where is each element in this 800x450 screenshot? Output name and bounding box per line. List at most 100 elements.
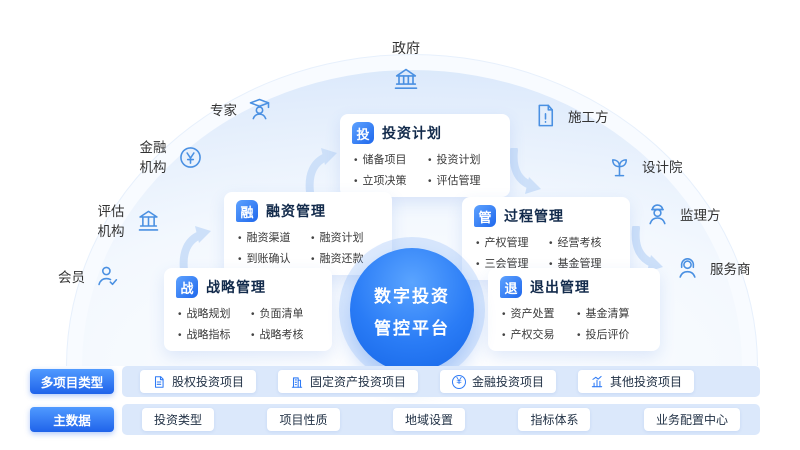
card-item: 产权管理 xyxy=(476,234,545,250)
card-item: 资产处置 xyxy=(502,305,573,321)
card-header: 退 退出管理 xyxy=(500,276,648,298)
card-item: 基金清算 xyxy=(577,305,648,321)
flow-arrow-up-left-lower xyxy=(179,226,211,272)
pill-region-setting: 地域设置 xyxy=(392,408,465,431)
pill-other-investment-project: 其他投资项目 xyxy=(578,370,695,393)
stakeholder-label: 监理方 xyxy=(680,207,721,223)
card-item: 融资还款 xyxy=(311,250,380,266)
stakeholder-label: 会员 xyxy=(58,269,85,285)
pill-label: 指标体系 xyxy=(530,413,579,427)
flow-arrow-up-left xyxy=(305,148,337,194)
card-title: 战略管理 xyxy=(206,279,266,295)
pill-label: 固定资产投资项目 xyxy=(310,375,407,389)
card-title: 退出管理 xyxy=(530,279,590,295)
card-item-list: 储备项目 投资计划 立项决策 评估管理 xyxy=(352,151,498,188)
stakeholder-evaluation-agency: 评估机构 xyxy=(96,202,162,241)
stakeholder-financial-institution: 金融机构 xyxy=(138,138,204,177)
stakeholder-label: 专家 xyxy=(210,102,237,118)
card-item-list: 产权管理 经营考核 三会管理 基金管理 xyxy=(474,234,618,271)
platform-title-line1: 数字投资 xyxy=(374,286,450,306)
financing-badge: 融 xyxy=(236,200,258,222)
card-investment-plan: 投 投资计划 储备项目 投资计划 立项决策 评估管理 xyxy=(340,114,510,197)
expert-icon xyxy=(249,98,270,120)
stakeholder-label: 金融机构 xyxy=(139,140,167,175)
stakeholder-construction-party: 施工方 xyxy=(532,102,609,129)
process-badge: 管 xyxy=(474,205,496,227)
stakeholder-expert: 专家 xyxy=(210,95,273,122)
building-icon xyxy=(291,376,303,388)
stakeholder-label: 评估机构 xyxy=(97,204,125,239)
master-data-bar: 投资类型 项目性质 地域设置 指标体系 业务配置中心 xyxy=(122,404,760,435)
card-item-list: 融资渠道 融资计划 到账确认 融资还款 xyxy=(236,229,380,266)
pill-equity-investment-project: 股权投资项目 xyxy=(140,370,257,393)
card-item: 投后评价 xyxy=(577,326,648,342)
card-header: 战 战略管理 xyxy=(176,276,320,298)
service-provider-icon xyxy=(679,258,696,278)
card-item: 负面清单 xyxy=(251,305,320,321)
stakeholder-design-institute: 设计院 xyxy=(606,152,683,179)
stakeholder-service-provider: 服务商 xyxy=(674,254,751,281)
document-icon xyxy=(154,375,164,388)
card-item: 战略指标 xyxy=(178,326,247,342)
card-item-list: 战略规划 负面清单 战略指标 战略考核 xyxy=(176,305,320,342)
card-strategy-management: 战 战略管理 战略规划 负面清单 战略指标 战略考核 xyxy=(164,268,332,351)
card-title: 投资计划 xyxy=(382,125,442,141)
pill-label: 业务配置中心 xyxy=(655,413,728,427)
flow-arrow-down-right xyxy=(509,148,541,194)
platform-title-line2: 管控平台 xyxy=(374,318,450,338)
card-title: 融资管理 xyxy=(266,203,326,219)
card-item: 战略规划 xyxy=(178,305,247,321)
pill-project-nature: 项目性质 xyxy=(267,408,340,431)
card-item-list: 资产处置 基金清算 产权交易 投后评价 xyxy=(500,305,648,342)
pill-business-config-center: 业务配置中心 xyxy=(643,408,740,431)
card-item: 投资计划 xyxy=(428,151,498,167)
card-item: 立项决策 xyxy=(354,172,424,188)
stakeholder-supervisor: 监理方 xyxy=(644,200,721,227)
financial-institution-icon xyxy=(180,147,201,168)
card-item: 三会管理 xyxy=(476,255,545,271)
bar-chart-icon xyxy=(591,375,603,387)
pill-investment-type: 投资类型 xyxy=(142,408,215,431)
card-item: 融资渠道 xyxy=(238,229,307,245)
yen-coin-icon: ¥ xyxy=(452,374,467,389)
pill-fixed-asset-investment-project: 固定资产投资项目 xyxy=(278,370,419,393)
card-header: 管 过程管理 xyxy=(474,205,618,227)
evaluation-agency-icon xyxy=(138,210,159,231)
card-item: 基金管理 xyxy=(549,255,618,271)
stakeholder-member: 会员 xyxy=(58,262,121,289)
stakeholder-label: 施工方 xyxy=(568,109,609,125)
pill-label: 地域设置 xyxy=(404,413,453,427)
strategy-badge: 战 xyxy=(176,276,198,298)
pill-financial-investment-project: ¥ 金融投资项目 xyxy=(440,370,557,393)
pill-label: 投资类型 xyxy=(154,413,203,427)
construction-icon xyxy=(538,104,554,127)
exit-badge: 退 xyxy=(500,276,522,298)
supervisor-icon xyxy=(649,204,666,225)
design-institute-icon xyxy=(611,159,628,177)
card-item: 战略考核 xyxy=(251,326,320,342)
card-item: 储备项目 xyxy=(354,151,424,167)
tag-master-data: 主数据 xyxy=(30,407,114,432)
tag-multi-project-type: 多项目类型 xyxy=(30,369,114,394)
stakeholder-label: 服务商 xyxy=(710,261,751,277)
flow-arrow-down-right-lower xyxy=(631,226,663,272)
pill-label: 其他投资项目 xyxy=(610,375,683,389)
project-type-bar: 股权投资项目 固定资产投资项目 ¥ 金融投资项目 其他投资项目 xyxy=(122,366,760,397)
pill-label: 项目性质 xyxy=(279,413,328,427)
card-item: 融资计划 xyxy=(311,229,380,245)
card-header: 投 投资计划 xyxy=(352,122,498,144)
stakeholder-government: 政府 xyxy=(392,38,420,94)
card-exit-management: 退 退出管理 资产处置 基金清算 产权交易 投后评价 xyxy=(488,268,660,351)
card-title: 过程管理 xyxy=(504,208,564,224)
card-process-management: 管 过程管理 产权管理 经营考核 三会管理 基金管理 xyxy=(462,197,630,280)
card-item: 到账确认 xyxy=(238,250,307,266)
government-icon xyxy=(394,68,418,89)
pill-label: 股权投资项目 xyxy=(172,375,245,389)
pill-label: 金融投资项目 xyxy=(472,375,545,389)
stakeholder-label: 政府 xyxy=(392,40,420,56)
stakeholder-label: 设计院 xyxy=(642,159,683,175)
card-item: 经营考核 xyxy=(549,234,618,250)
card-item: 评估管理 xyxy=(428,172,498,188)
platform-center-circle: 数字投资 管控平台 xyxy=(350,248,474,372)
